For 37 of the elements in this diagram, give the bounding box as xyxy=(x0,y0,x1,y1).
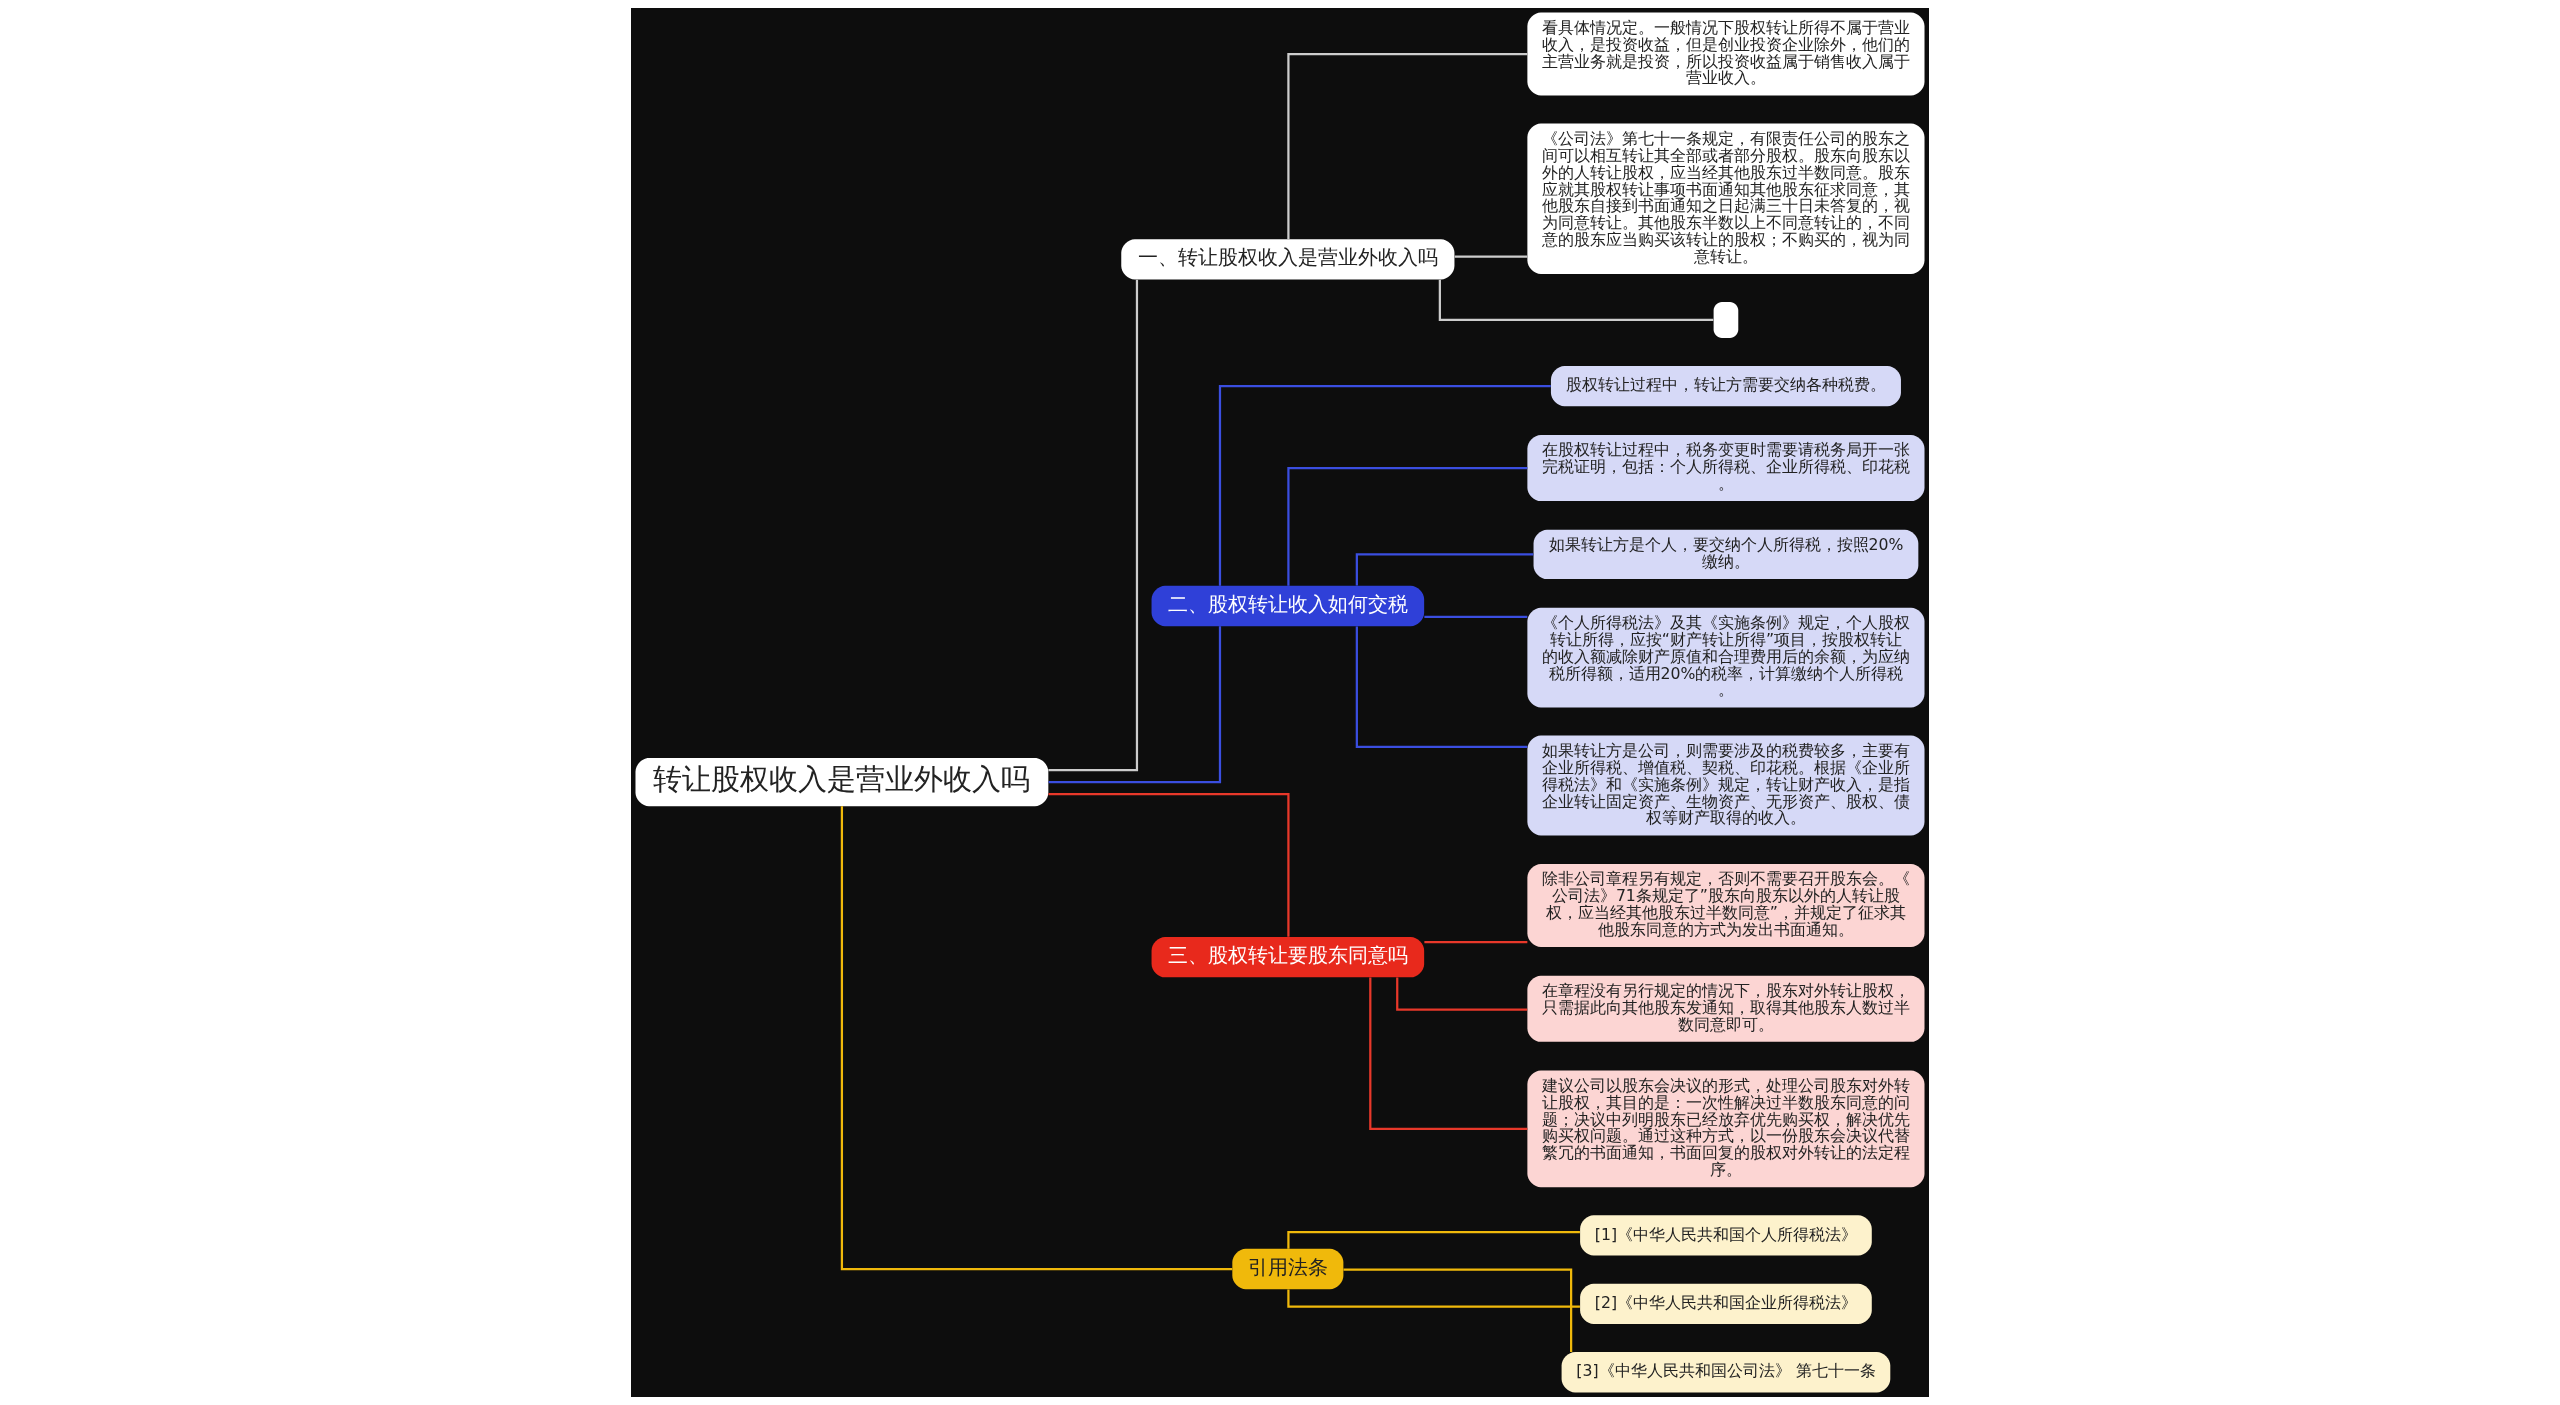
node-box: [2]《中华人民共和国企业所得税法》 xyxy=(1580,1283,1872,1324)
node-box: 引用法条 xyxy=(1232,1248,1344,1290)
connector xyxy=(1287,1289,1580,1308)
connector xyxy=(1369,977,1528,1130)
connector xyxy=(840,806,1233,1271)
connector xyxy=(1287,52,1528,239)
connector xyxy=(1218,385,1551,586)
connector xyxy=(1048,793,1290,937)
connector xyxy=(1287,466,1528,586)
connector xyxy=(1355,553,1534,586)
node-box: 转让股权收入是营业外收入吗 xyxy=(635,758,1049,807)
node-box: 如果转让方是个人，要交纳个人所得税，按照20%缴纳。 xyxy=(1533,529,1919,580)
connector xyxy=(1343,1268,1573,1352)
connector xyxy=(1048,626,1222,784)
node-box: 在股权转让过程中，税务变更时需要请税务局开一张完税证明，包括：个人所得税、企业所得税、印花税。 xyxy=(1527,434,1925,502)
connector xyxy=(1048,279,1139,772)
connector xyxy=(1424,940,1528,944)
node-box xyxy=(1713,302,1739,338)
node-box: 如果转让方是公司，则需要涉及的税费较多，主要有企业所得税、增值税、契税、印花税。根据《企业所得税法》和《实施条例》规定，转让财产收入，是指企业转让固定资产、生物资产、无形资产、股权、债权等财产取得的收入。 xyxy=(1527,735,1925,836)
connector xyxy=(1454,255,1528,258)
node-box: 三、股权转让要股东同意吗 xyxy=(1151,936,1425,978)
node-box: 一、转让股权收入是营业外收入吗 xyxy=(1121,239,1455,280)
node-box: 看具体情况定。一般情况下股权转让所得不属于营业收入，是投资收益，但是创业投资企业除外，他们的主营业务就是投资，所以投资收益属于销售收入属于营业收入。 xyxy=(1527,12,1925,96)
node-box: 《个人所得税法》及其《实施条例》规定，个人股权转让所得，应按“财产转让所得”项目，按股权转让的收入额减除财产原值和合理费用后的余额，为应纳税所得额，适用20%的税率，计算缴纳个人所得税。 xyxy=(1527,607,1925,708)
node-box: [3]《中华人民共和国公司法》 第七十一条 xyxy=(1561,1352,1891,1393)
node-box: 在章程没有另行规定的情况下，股东对外转让股权，只需据此向其他股东发通知，取得其他股东人数过半数同意即可。 xyxy=(1527,975,1925,1042)
connector xyxy=(1396,977,1528,1011)
node-box: 《公司法》第七十一条规定，有限责任公司的股东之间可以相互转让其全部或者部分股权。股东向股东以外的人转让股权，应当经其他股东过半数同意。股东应就其股权转让事项书面通知其他股东征求同意，其他股东自接到书面通知之日起满三十日未答复的，视为同意转让。其他股东半数以上不同意转让的，不同意的股东应当购买该转让的股权；不购买的，视为同意转让。 xyxy=(1527,123,1925,274)
connector xyxy=(1355,626,1528,748)
node-box: 股权转让过程中，转让方需要交纳各种税费。 xyxy=(1550,365,1901,407)
node-box: [1]《中华人民共和国个人所得税法》 xyxy=(1580,1215,1872,1256)
node-box: 建议公司以股东会决议的形式，处理公司股东对外转让股权，其目的是：一次性解决过半数股东同意的问题；决议中列明股东已经放弃优先购买权，解决优先购买权问题。通过这种方式，以一份股东会决议代替繁冗的书面通知，书面回复的股权对外转让的法定程序。 xyxy=(1527,1070,1925,1188)
node-box: 除非公司章程另有规定，否则不需要召开股东会。《公司法》71条规定了”股东向股东以外的人转让股权，应当经其他股东过半数同意”，并规定了征求其他股东同意的方式为发出书面通知。 xyxy=(1527,864,1925,948)
connector xyxy=(1424,615,1528,619)
node-box: 二、股权转让收入如何交税 xyxy=(1151,585,1425,627)
connector xyxy=(1287,1230,1580,1249)
connector xyxy=(1438,279,1714,322)
